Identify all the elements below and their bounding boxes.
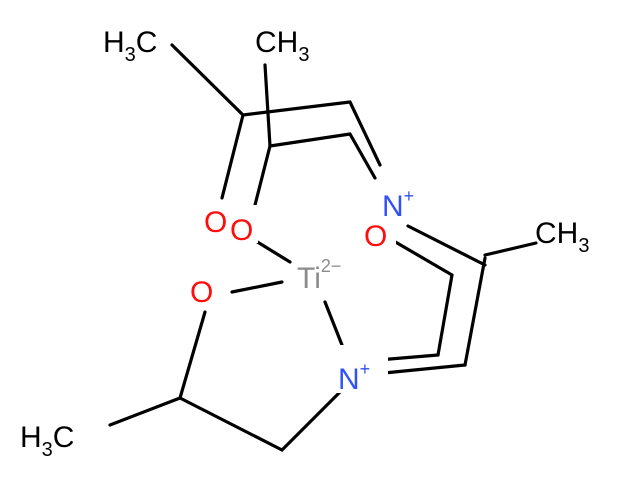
bond [241, 100, 352, 117]
bond [108, 396, 182, 427]
bond [483, 241, 538, 257]
methyl-label-top-left: H3C [103, 26, 157, 66]
bond [178, 396, 284, 452]
oxygen-label-4: O [190, 276, 213, 309]
bond [406, 224, 487, 267]
bond [263, 63, 272, 148]
bond [463, 256, 487, 367]
bond [382, 363, 467, 375]
bond [268, 132, 352, 148]
bond [323, 300, 344, 347]
bond [436, 273, 454, 357]
bond [390, 238, 454, 277]
nitrogen-label-bottom: N+ [338, 359, 370, 396]
bond [348, 100, 382, 167]
bond [220, 113, 245, 200]
label-backdrops [203, 178, 434, 393]
bond [348, 132, 377, 180]
oxygen-label-1: O [204, 206, 227, 239]
oxygen-label-3: O [364, 220, 387, 253]
bond [170, 43, 245, 117]
atom-labels: H3C CH3 CH3 H3C O O O O N+ N+ Ti2− [20, 26, 589, 461]
bond-layer [108, 43, 538, 452]
nitrogen-label-top: N+ [382, 186, 414, 223]
bond [253, 144, 272, 207]
bond [230, 280, 284, 294]
oxygen-label-2: O [230, 214, 253, 247]
titanium-label: Ti2− [297, 256, 341, 295]
methyl-label-top-middle: CH3 [255, 26, 309, 66]
bond [178, 310, 207, 400]
bond [280, 390, 342, 452]
methyl-label-right: CH3 [535, 217, 589, 257]
methyl-label-bottom-left: H3C [20, 421, 74, 461]
